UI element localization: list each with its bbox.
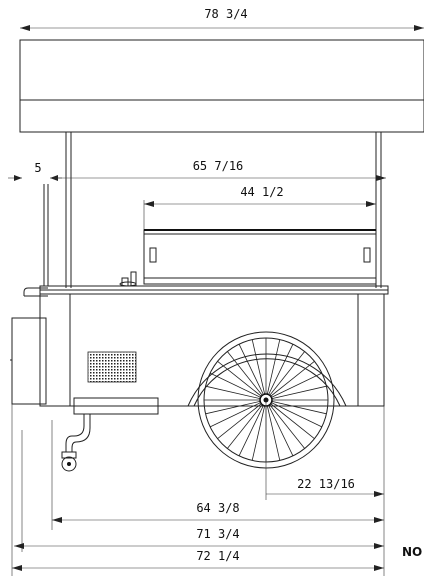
vent-grill — [87, 351, 137, 383]
drain-and-caster — [61, 414, 91, 472]
dimension-label: 44 1/2 — [240, 185, 283, 199]
dimension-label: 64 3/8 — [196, 501, 239, 515]
wheel-spoke — [265, 399, 294, 457]
note-label: NO — [402, 545, 422, 559]
wheel-spoke — [265, 385, 327, 401]
dimension-case-width: 44 1/2 — [143, 185, 377, 230]
wheel-spoke — [205, 385, 267, 401]
dimension-label: 78 3/4 — [204, 7, 247, 21]
wheel-spoke — [217, 399, 267, 439]
wheel-spoke — [265, 399, 281, 461]
wheel-spoke — [227, 399, 267, 449]
cart-body — [10, 293, 385, 415]
wheel-spoke — [238, 343, 267, 401]
wheel-spoke — [238, 399, 267, 457]
dimension-label: 5 — [34, 161, 41, 175]
wheel-spoke — [209, 372, 267, 401]
extension-lines — [11, 404, 385, 576]
dimension-label: 22 13/16 — [297, 477, 355, 491]
wheel-spoke — [265, 372, 323, 401]
display-case — [143, 229, 377, 285]
dimension-label: 71 3/4 — [196, 527, 239, 541]
wheel-spoke — [265, 399, 323, 428]
wheel-spoke — [265, 399, 315, 439]
wheel-spoke — [251, 399, 267, 461]
wheel-spoke — [217, 361, 267, 401]
wheel-spoke — [265, 399, 305, 449]
wheel-spoke — [251, 339, 267, 401]
wheel-spoke — [265, 339, 281, 401]
wheel-spoke — [265, 399, 327, 415]
wheel-spoke — [265, 351, 305, 401]
countertop — [39, 271, 389, 295]
wheel-spokes — [204, 338, 328, 462]
dimension-overall-width: 72 1/4 — [12, 549, 384, 571]
dimension-label: 65 7/16 — [193, 159, 244, 173]
dimension-post-span: 65 7/16 — [50, 159, 386, 181]
wheel-spoke — [227, 351, 267, 401]
dimension-cart-body-width: 71 3/4 — [14, 527, 384, 549]
wheel-spoke — [205, 399, 267, 415]
dimension-wheel-radius: 22 13/16 — [265, 400, 384, 500]
dimension-canopy-width: 78 3/4 — [20, 7, 424, 31]
left-upright — [23, 184, 49, 297]
wheel-spoke — [209, 399, 267, 428]
wheel-spoke — [265, 343, 294, 401]
wheel-spoke — [265, 361, 315, 401]
dimension-label: 72 1/4 — [196, 549, 239, 563]
dimension-base-width: 64 3/8 — [52, 501, 384, 523]
